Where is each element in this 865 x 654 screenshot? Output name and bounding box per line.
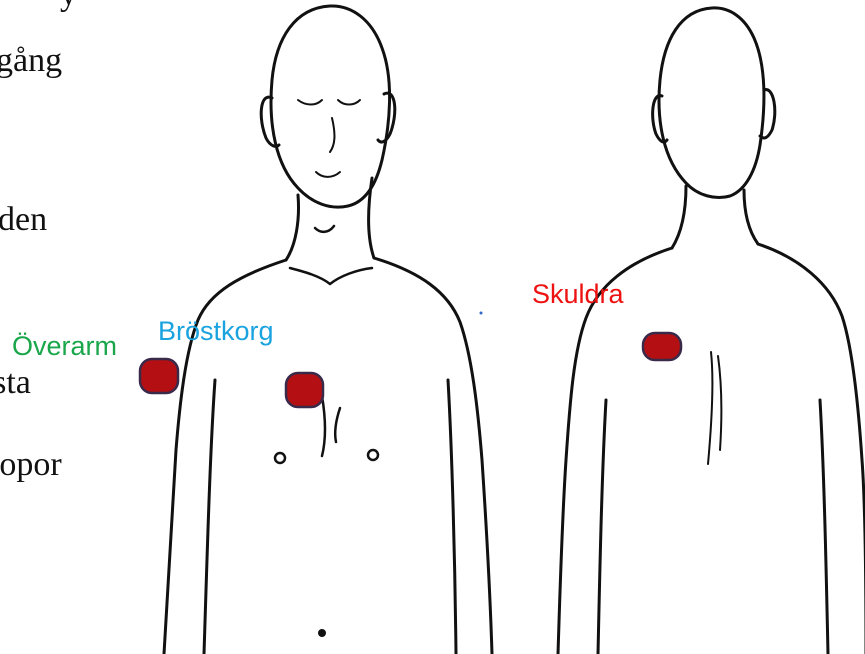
upper-arm-patch — [140, 359, 178, 393]
chest-patch — [286, 373, 323, 407]
stray-dot — [480, 312, 483, 315]
shoulder-patch — [643, 333, 681, 360]
label-upper-arm: Överarm — [12, 333, 117, 360]
label-shoulder: Skuldra — [532, 281, 624, 308]
back-body-outline — [558, 8, 865, 654]
label-chest: Bröstkorg — [158, 318, 274, 345]
